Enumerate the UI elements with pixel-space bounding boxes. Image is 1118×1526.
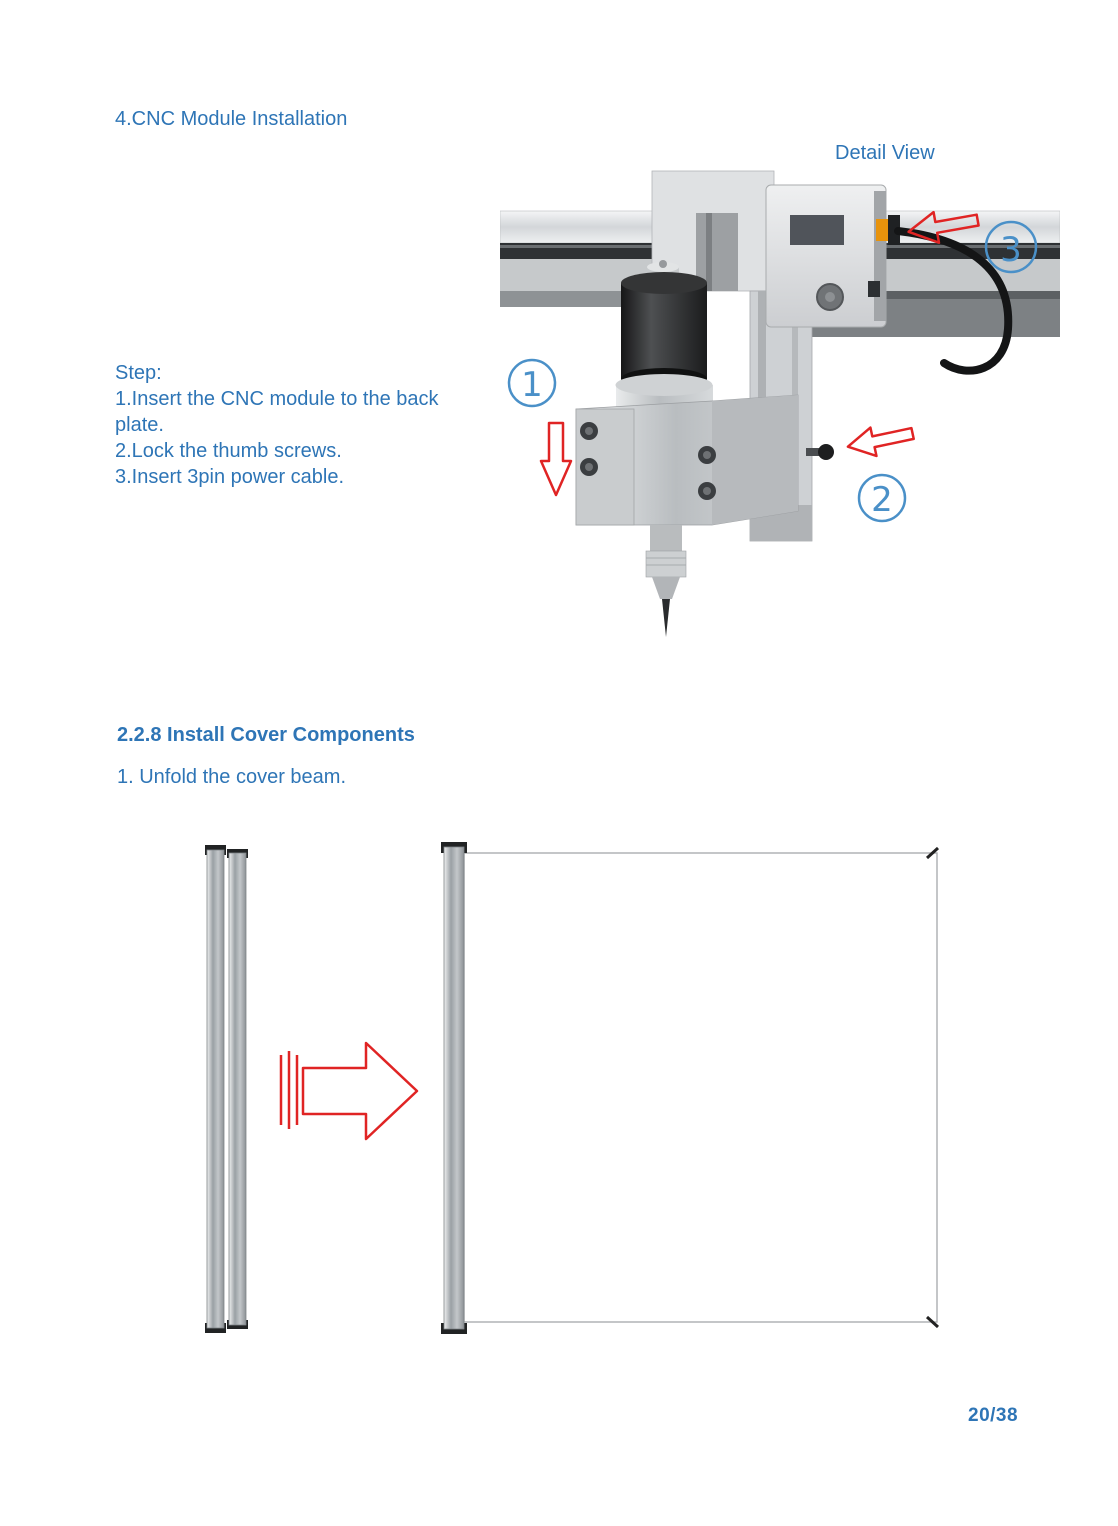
gantry-rail-left bbox=[500, 210, 661, 307]
callout-3-number: 3 bbox=[1000, 230, 1022, 270]
unfold-instruction: 1. Unfold the cover beam. bbox=[117, 766, 347, 788]
collet-and-bit bbox=[645, 525, 687, 637]
detail-view-label: Detail View bbox=[835, 142, 935, 164]
unfold-arrow-icon bbox=[279, 1041, 419, 1141]
control-box bbox=[765, 184, 900, 328]
callout-1-number: 1 bbox=[521, 365, 543, 405]
step-2: 2.Lock the thumb screws. bbox=[115, 440, 342, 462]
step-block: Step: 1.Insert the CNC module to the bac… bbox=[115, 360, 483, 490]
back-plate bbox=[651, 170, 775, 292]
step-1: 1.Insert the CNC module to the back plat… bbox=[115, 388, 439, 436]
callout-1-badge: 1 bbox=[507, 358, 557, 408]
callout-2-number: 2 bbox=[871, 480, 893, 520]
subsection-title: 2.2.8 Install Cover Components bbox=[117, 724, 415, 746]
down-arrow-icon bbox=[539, 421, 573, 497]
step-3: 3.Insert 3pin power cable. bbox=[115, 466, 345, 488]
side-thumb-screw bbox=[806, 444, 834, 460]
section-title: 4.CNC Module Installation bbox=[115, 108, 348, 130]
callout-3-badge: 3 bbox=[984, 220, 1038, 274]
left-arrow-icon-2 bbox=[846, 426, 915, 458]
cover-beam-illustration bbox=[205, 842, 940, 1334]
power-cable bbox=[894, 227, 1013, 375]
thumb-screws bbox=[580, 422, 716, 500]
unfolded-cover bbox=[441, 842, 940, 1334]
page-number: 20/38 bbox=[968, 1405, 1019, 1426]
spindle-block bbox=[575, 394, 799, 526]
left-arrow-icon-3 bbox=[907, 210, 980, 244]
cnc-module-illustration: 1 2 3 bbox=[500, 170, 1060, 637]
stepper-motor bbox=[621, 260, 707, 390]
callout-2-badge: 2 bbox=[857, 473, 907, 523]
step-heading: Step: bbox=[115, 362, 162, 384]
folded-cover-beam bbox=[205, 845, 248, 1333]
